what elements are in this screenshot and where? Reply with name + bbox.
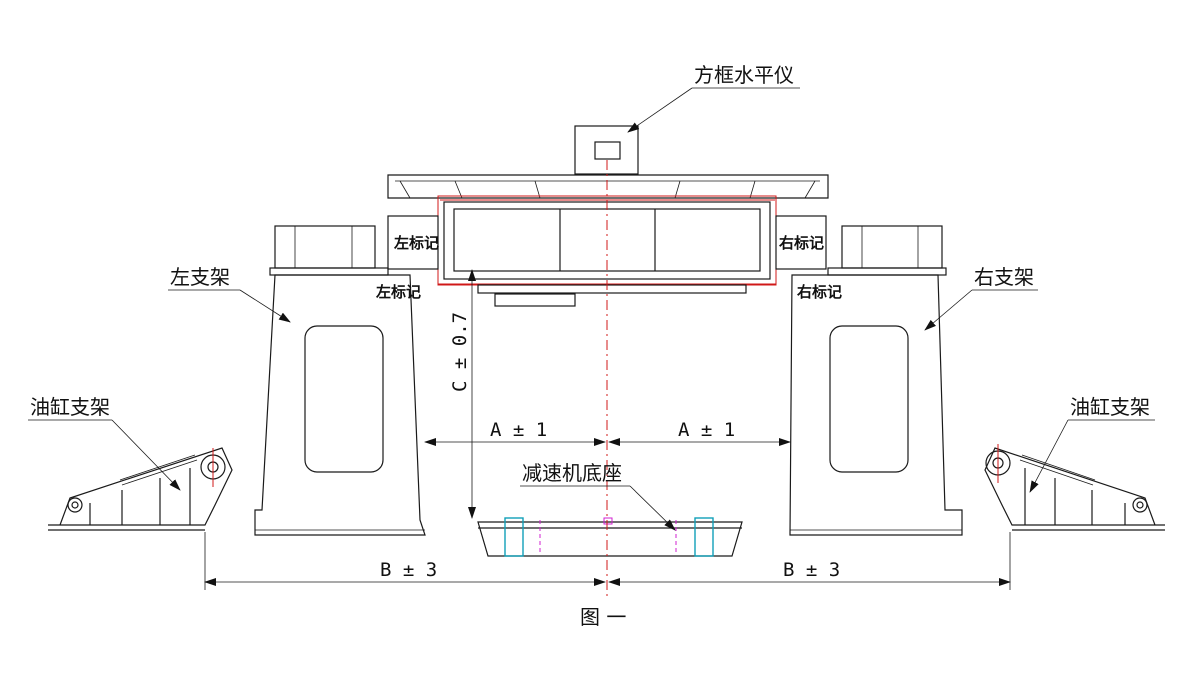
right-mark-upper: 右标记 [779, 234, 824, 252]
right-mark-block [775, 215, 827, 270]
right-support [789, 274, 963, 536]
right-support-label: 右支架 [974, 265, 1034, 289]
left-support-label: 左支架 [170, 265, 230, 289]
reducer-base [477, 517, 743, 557]
leaders [28, 87, 1155, 531]
dim-a-left: A ± 1 [490, 419, 547, 441]
left-support [254, 274, 426, 536]
left-mark-upper: 左标记 [393, 234, 439, 252]
dim-b-right: B ± 3 [783, 559, 840, 581]
left-mark-lower: 左标记 [375, 283, 421, 301]
level-label: 方框水平仪 [694, 63, 794, 87]
right-cylinder-support [984, 444, 1165, 531]
dim-b-left: B ± 3 [380, 559, 437, 581]
dim-c: C ± 0.7 [449, 312, 471, 392]
reducer-base-label: 减速机底座 [522, 461, 622, 485]
left-cylinder-support [48, 447, 233, 531]
right-mark-lower: 右标记 [797, 283, 842, 301]
left-mark-block [387, 215, 439, 270]
level-assembly [387, 125, 829, 199]
left-cylinder-support-label: 油缸支架 [30, 395, 110, 419]
right-cylinder-support-label: 油缸支架 [1070, 395, 1150, 419]
dimension-b [204, 532, 1011, 590]
dim-a-right: A ± 1 [678, 419, 735, 441]
figure-caption: 图 一 [580, 605, 626, 629]
right-cap [827, 225, 947, 276]
left-cap [269, 225, 389, 276]
